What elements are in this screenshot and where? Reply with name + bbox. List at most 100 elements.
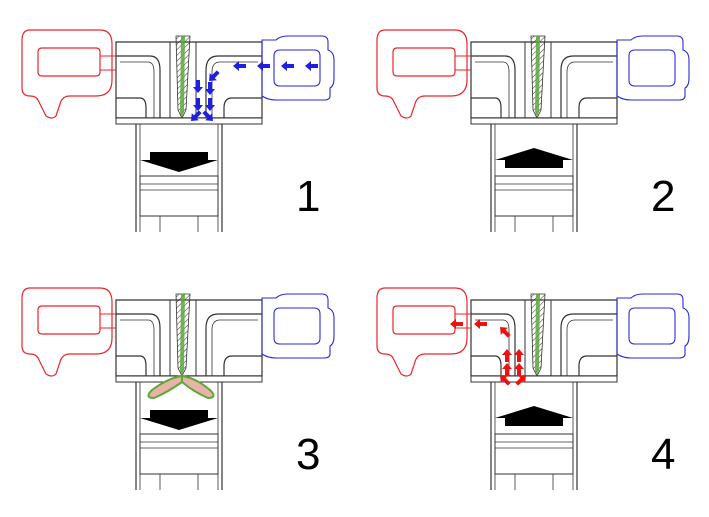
exhaust-port-inner — [120, 319, 155, 376]
exhaust-manifold — [376, 29, 471, 119]
piston — [494, 433, 574, 475]
exhaust-manifold-body — [376, 29, 468, 119]
stroke-panel-4: 4 — [376, 287, 690, 490]
intake-flow-arrows — [191, 61, 318, 121]
exhaust-port-wall — [471, 313, 516, 376]
exhaust-flow-arrow-icon — [500, 327, 511, 338]
exhaust-manifold-port — [392, 305, 456, 335]
exhaust-port-inner — [475, 319, 510, 376]
exhaust-manifold — [21, 287, 116, 377]
arrow-down-icon — [140, 152, 218, 172]
exhaust-port-wall — [116, 97, 147, 118]
intake-manifold-body — [261, 35, 335, 101]
step-number: 4 — [651, 430, 675, 479]
intake-flow-arrow-icon — [205, 98, 215, 111]
injector-needle — [180, 294, 185, 376]
cylinder — [470, 375, 618, 490]
intake-manifold-body — [261, 293, 335, 359]
intake-port-inner — [566, 61, 613, 118]
intake-manifold — [261, 35, 335, 101]
arrow-up-icon — [495, 406, 573, 426]
intake-manifold-body — [616, 35, 690, 101]
exhaust-flow-arrows — [450, 319, 526, 386]
intake-port-inner — [211, 319, 258, 376]
exhaust-manifold-body — [376, 287, 468, 377]
intake-flow-arrow-icon — [193, 80, 203, 93]
intake-port-wall — [205, 313, 262, 376]
step-number: 1 — [296, 172, 320, 221]
intake-port-wall — [560, 55, 617, 118]
head-gasket — [470, 117, 618, 125]
fuel-spray — [147, 374, 215, 400]
exhaust-manifold-port — [392, 47, 456, 77]
stroke-panel-3: 3 — [21, 287, 335, 490]
exhaust-flow-arrow-icon — [514, 363, 524, 376]
exhaust-port-wall — [471, 55, 516, 118]
exhaust-flow-arrow-icon — [474, 319, 487, 329]
intake-port-wall — [578, 355, 617, 376]
cylinder — [115, 117, 263, 232]
exhaust-port-wall — [471, 97, 502, 118]
injector-needle — [180, 36, 185, 118]
intake-flow-arrow-icon — [191, 110, 202, 121]
intake-port-wall — [223, 97, 262, 118]
intake-flow-arrow-icon — [233, 61, 246, 71]
intake-port-inner — [211, 61, 258, 118]
piston — [494, 175, 574, 217]
injector — [175, 35, 191, 119]
head-gasket — [115, 117, 263, 125]
stroke-panel-1: 1 — [21, 29, 335, 232]
injector — [530, 293, 546, 377]
exhaust-flow-arrow-icon — [502, 363, 512, 376]
piston-direction-arrow — [495, 148, 573, 168]
piston — [139, 175, 219, 217]
intake-port-wall — [205, 55, 262, 118]
exhaust-port-wall — [116, 355, 147, 376]
cylinder — [470, 117, 618, 232]
intake-port-inner — [566, 319, 613, 376]
piston — [139, 433, 219, 475]
intake-port-wall — [223, 355, 262, 376]
exhaust-port-inner — [475, 61, 510, 118]
exhaust-flow-arrow-icon — [514, 349, 524, 362]
arrow-up-icon — [495, 148, 573, 168]
exhaust-flow-arrow-icon — [450, 319, 463, 329]
step-number: 2 — [651, 172, 675, 221]
intake-manifold — [616, 293, 690, 359]
intake-manifold-port — [273, 307, 321, 345]
exhaust-manifold-port — [37, 47, 101, 77]
injector — [175, 293, 191, 377]
intake-manifold — [616, 35, 690, 101]
intake-flow-arrow-icon — [193, 98, 203, 111]
injector — [530, 35, 546, 119]
intake-flow-arrow-icon — [202, 110, 213, 121]
exhaust-port-inner — [120, 61, 155, 118]
fuel-spray-plume — [147, 374, 215, 400]
intake-port-wall — [578, 97, 617, 118]
stroke-panel-2: 2 — [376, 29, 690, 232]
exhaust-port-wall — [116, 313, 161, 376]
arrow-down-icon — [140, 410, 218, 430]
exhaust-port-wall — [116, 55, 161, 118]
cylinder — [115, 375, 263, 490]
injector-needle — [535, 36, 540, 118]
exhaust-flow-arrow-icon — [502, 349, 512, 362]
intake-flow-arrow-icon — [281, 61, 294, 71]
exhaust-manifold-body — [21, 29, 113, 119]
intake-manifold-port — [628, 49, 676, 87]
piston-direction-arrow — [140, 410, 218, 430]
exhaust-manifold — [376, 287, 471, 377]
head-gasket — [470, 375, 618, 383]
engine-head — [115, 299, 263, 377]
intake-flow-arrow-icon — [305, 61, 318, 71]
exhaust-port-wall — [471, 355, 502, 376]
intake-flow-arrow-icon — [209, 70, 220, 81]
intake-manifold-body — [616, 293, 690, 359]
injector-needle — [535, 294, 540, 376]
exhaust-manifold — [21, 29, 116, 119]
piston-direction-arrow — [140, 152, 218, 172]
intake-manifold-port — [628, 307, 676, 345]
intake-manifold-port — [273, 49, 321, 87]
intake-flow-arrow-icon — [257, 61, 270, 71]
